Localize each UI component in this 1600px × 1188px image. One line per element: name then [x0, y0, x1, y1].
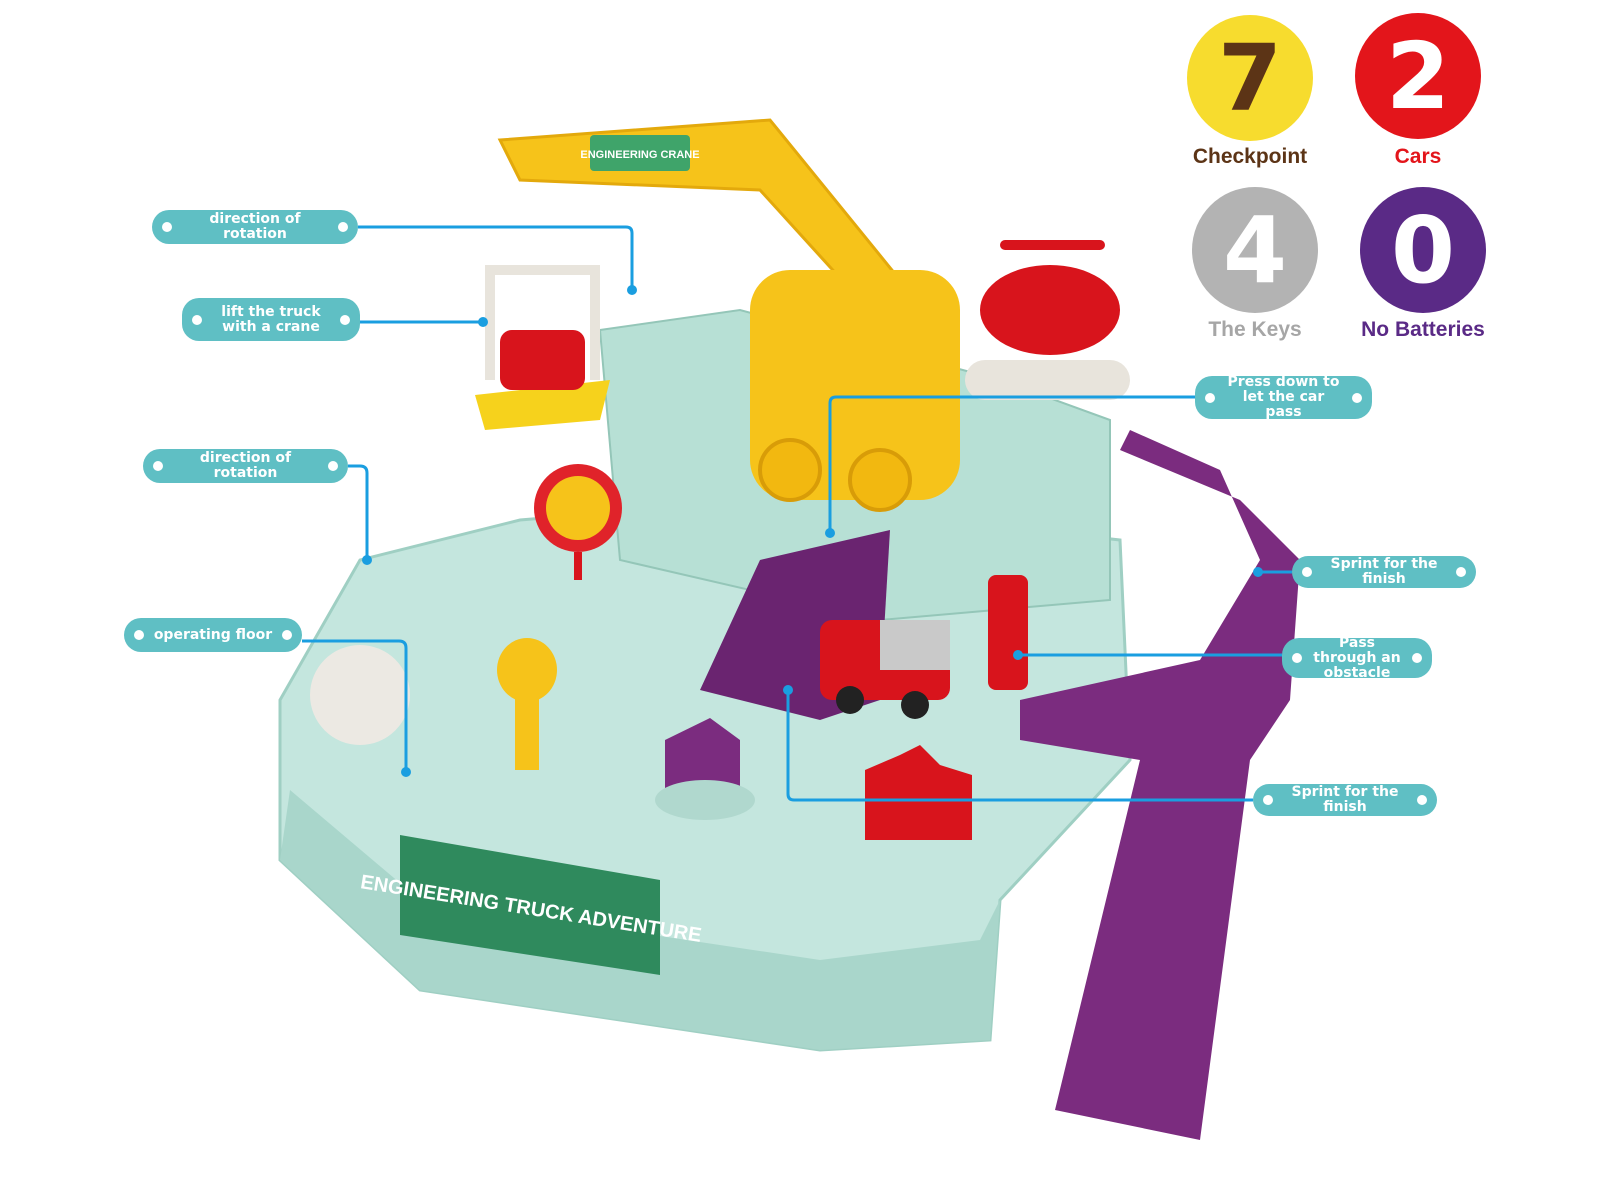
callout-direction-of-rotation-middle: direction of rotation	[143, 449, 348, 483]
badge-cars: 2	[1355, 13, 1481, 139]
red-car	[500, 330, 585, 390]
product-label-plate	[400, 835, 660, 975]
badge-batteries-label: No Batteries	[1361, 318, 1485, 341]
callout-direction-of-rotation-top: direction of rotation	[152, 210, 358, 244]
crane-wheel	[758, 438, 822, 502]
badge-keys-label: The Keys	[1208, 318, 1302, 341]
connector-line	[786, 690, 1253, 802]
connector-line	[348, 464, 369, 560]
connector-dots	[362, 285, 1263, 777]
crane-sign-text: ENGINEERING CRANE	[580, 149, 699, 161]
yellow-lever	[497, 638, 557, 702]
purple-ramp	[1020, 430, 1300, 1140]
callout-pass-obstacle: Pass through an obstacle	[1282, 635, 1432, 680]
badge-checkpoint-label: Checkpoint	[1192, 145, 1308, 168]
connector-line	[828, 395, 1195, 533]
badge-batteries: 0	[1360, 187, 1486, 313]
helipad	[965, 360, 1130, 400]
badge-cars-label: Cars	[1394, 145, 1442, 168]
badge-keys: 4	[1192, 187, 1318, 313]
purple-button	[665, 718, 740, 790]
helicopter	[980, 265, 1120, 355]
crane-sign	[590, 135, 690, 171]
callout-lift-truck-crane: lift the truck with a crane	[182, 298, 360, 341]
lift-platform	[475, 380, 610, 430]
callout-lines	[302, 225, 1292, 802]
callout-sprint-finish-bottom: Sprint for the finish	[1253, 784, 1437, 816]
toy-base-front	[280, 790, 1000, 1050]
crane-wheel	[848, 448, 912, 512]
connector-line	[302, 639, 408, 772]
gear	[310, 645, 410, 745]
connector-line	[358, 225, 634, 290]
red-star-button	[865, 745, 972, 840]
crane-hook	[485, 265, 600, 380]
callout-press-down: Press down to let the car pass	[1195, 375, 1372, 420]
callout-sprint-finish-top: Sprint for the finish	[1292, 556, 1476, 588]
obstacle-barrier	[988, 575, 1028, 690]
badge-checkpoint: 7	[1187, 15, 1313, 141]
callout-operating-floor: operating floor	[124, 618, 302, 652]
